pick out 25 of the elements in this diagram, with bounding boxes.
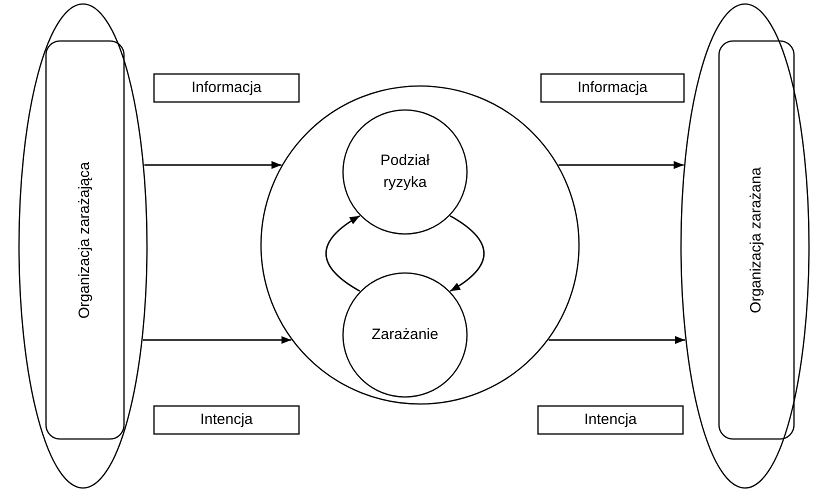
- label-box: [153, 405, 300, 435]
- circle-node: [342, 109, 468, 235]
- arrow: [325, 215, 360, 292]
- arrow: [142, 336, 292, 344]
- oval-outline: [680, 3, 810, 489]
- circle-outline: [260, 85, 580, 405]
- node-text: Zarażanie: [370, 324, 440, 345]
- node-text: Organizacja zarażana: [746, 167, 766, 313]
- node-text: Intencja: [584, 410, 637, 430]
- label-box: [153, 73, 300, 103]
- node-text: Intencja: [200, 410, 253, 430]
- label-box: [537, 405, 684, 435]
- label-box: [540, 73, 685, 103]
- rounded-box: [45, 40, 125, 440]
- node-text: Informacja: [191, 78, 262, 98]
- arrow: [558, 161, 684, 169]
- node-text: Podział ryzyka: [379, 150, 431, 193]
- circle-node: [342, 272, 468, 398]
- oval-outline: [18, 3, 148, 489]
- arrow: [548, 336, 686, 344]
- arrow: [144, 161, 282, 169]
- node-text: Informacja: [577, 78, 648, 98]
- node-text: Organizacja zarażająca: [74, 162, 94, 318]
- rounded-box: [718, 40, 795, 440]
- arrow: [450, 215, 485, 292]
